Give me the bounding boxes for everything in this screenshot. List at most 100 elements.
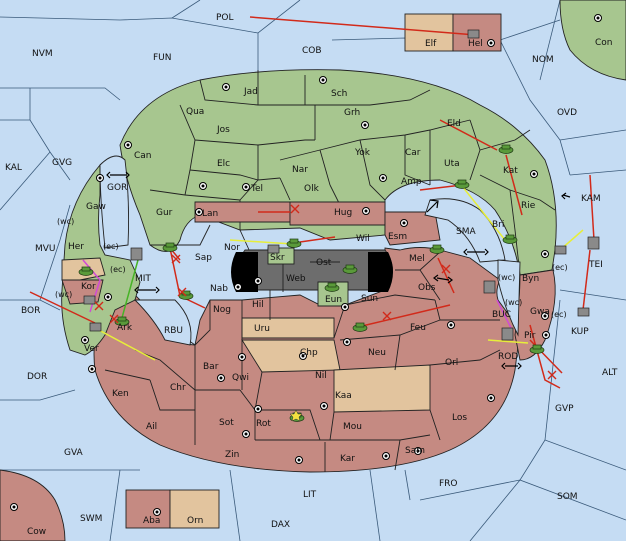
svg-text:Gur: Gur bbox=[156, 208, 173, 218]
svg-text:Grh: Grh bbox=[344, 108, 360, 118]
label-kup: KUP bbox=[571, 327, 589, 337]
svg-text:Sch: Sch bbox=[331, 89, 347, 99]
svg-text:(ec): (ec) bbox=[551, 310, 567, 319]
label-kal: KAL bbox=[5, 163, 22, 173]
label-lit: LIT bbox=[303, 490, 317, 500]
rbu-gulf bbox=[133, 299, 192, 346]
label-nom: NOM bbox=[532, 55, 554, 65]
svg-text:Nar: Nar bbox=[292, 165, 308, 175]
svg-text:Jad: Jad bbox=[243, 87, 258, 97]
province-orn[interactable] bbox=[169, 489, 220, 529]
svg-text:Sap: Sap bbox=[195, 253, 212, 263]
svg-text:Bri: Bri bbox=[492, 220, 504, 230]
label-gvg: GVG bbox=[52, 158, 72, 168]
svg-text:Los: Los bbox=[452, 413, 467, 423]
svg-text:Kor: Kor bbox=[81, 282, 96, 292]
svg-text:Bar: Bar bbox=[203, 362, 219, 372]
svg-text:Amp: Amp bbox=[401, 177, 422, 187]
svg-text:Olk: Olk bbox=[304, 184, 320, 194]
label-kam: KAM bbox=[581, 194, 601, 204]
adjacency-markers bbox=[106, 171, 571, 370]
label-gvp: GVP bbox=[555, 404, 574, 414]
province-kaa[interactable] bbox=[333, 364, 431, 413]
svg-text:Gwa: Gwa bbox=[530, 307, 550, 317]
buc-water bbox=[497, 259, 521, 337]
label-pol: POL bbox=[216, 13, 234, 23]
svg-text:Orn: Orn bbox=[187, 516, 203, 526]
province-labels: Jad Sch Qua Jos Grh Can Elc Nar Yok Car … bbox=[27, 38, 613, 537]
svg-text:Ail: Ail bbox=[146, 422, 157, 432]
svg-text:Chr: Chr bbox=[170, 383, 186, 393]
label-gor: GOR bbox=[107, 183, 127, 193]
svg-text:Ost: Ost bbox=[316, 258, 332, 268]
svg-text:Ver: Ver bbox=[84, 344, 99, 354]
svg-text:Feu: Feu bbox=[410, 323, 426, 333]
svg-text:Can: Can bbox=[134, 151, 152, 161]
canal-west bbox=[231, 252, 258, 292]
svg-text:Ken: Ken bbox=[112, 389, 129, 399]
svg-text:Ark: Ark bbox=[117, 323, 133, 333]
svg-text:Yok: Yok bbox=[354, 148, 371, 158]
svg-text:Mel: Mel bbox=[409, 254, 425, 264]
label-swm: SWM bbox=[80, 514, 102, 524]
label-tei: TEI bbox=[588, 260, 603, 270]
svg-text:Lan: Lan bbox=[202, 209, 218, 219]
svg-text:Esm: Esm bbox=[388, 232, 407, 242]
province-con[interactable] bbox=[559, 0, 626, 81]
label-rbu: RBU bbox=[164, 326, 183, 336]
svg-text:Eun: Eun bbox=[325, 295, 342, 305]
sea-labels: POL NVM FUN COB NOM OVD KAL GVG MVU BOR … bbox=[5, 13, 618, 530]
units bbox=[78, 29, 600, 422]
svg-text:Hel: Hel bbox=[468, 39, 483, 49]
svg-text:Kat: Kat bbox=[503, 166, 518, 176]
svg-text:Elf: Elf bbox=[425, 39, 437, 49]
svg-text:(wc): (wc) bbox=[498, 273, 515, 282]
svg-text:Uru: Uru bbox=[254, 324, 270, 334]
label-sma: SMA bbox=[456, 227, 476, 237]
svg-text:(ec): (ec) bbox=[103, 242, 119, 251]
svg-text:(wc): (wc) bbox=[505, 298, 522, 307]
svg-text:Gaw: Gaw bbox=[86, 202, 106, 212]
svg-text:Eld: Eld bbox=[447, 119, 461, 129]
label-fro: FRO bbox=[439, 479, 458, 489]
arrow-move bbox=[249, 16, 477, 36]
svg-text:(wc): (wc) bbox=[57, 217, 74, 226]
label-bor: BOR bbox=[21, 306, 40, 316]
svg-text:Rot: Rot bbox=[256, 419, 271, 429]
svg-text:Kaa: Kaa bbox=[335, 391, 352, 401]
svg-text:Mou: Mou bbox=[343, 422, 362, 432]
label-buc: BUC bbox=[492, 310, 511, 320]
svg-text:(wc): (wc) bbox=[55, 290, 72, 299]
svg-text:Elc: Elc bbox=[217, 159, 230, 169]
svg-text:Pir: Pir bbox=[524, 331, 536, 341]
svg-text:Hug: Hug bbox=[334, 208, 352, 218]
label-som: SOM bbox=[557, 492, 578, 502]
svg-text:Neu: Neu bbox=[368, 348, 386, 358]
svg-text:Nor: Nor bbox=[224, 243, 240, 253]
svg-text:(ec): (ec) bbox=[110, 265, 126, 274]
svg-text:Skr: Skr bbox=[270, 253, 285, 263]
province-borders bbox=[149, 70, 556, 276]
svg-text:Hil: Hil bbox=[252, 300, 264, 310]
svg-text:Zin: Zin bbox=[225, 450, 239, 460]
svg-text:Chp: Chp bbox=[300, 348, 318, 358]
label-fun: FUN bbox=[153, 53, 172, 63]
supply-centers bbox=[10, 14, 602, 516]
label-cob: COB bbox=[302, 46, 322, 56]
svg-text:Uta: Uta bbox=[444, 159, 460, 169]
svg-text:Nog: Nog bbox=[213, 305, 231, 315]
province-cow[interactable] bbox=[0, 469, 66, 541]
south-borders bbox=[104, 251, 501, 472]
coast-labels: (wc) (ec) (ec) (wc) (wc) (ec) (wc) (ec) bbox=[55, 217, 568, 319]
label-nvm: NVM bbox=[32, 49, 53, 59]
label-rod: ROD bbox=[498, 352, 518, 362]
canal-east bbox=[368, 252, 393, 292]
svg-text:Nab: Nab bbox=[210, 284, 228, 294]
label-dor: DOR bbox=[27, 372, 47, 382]
star-icon bbox=[289, 409, 303, 422]
svg-text:Qua: Qua bbox=[186, 107, 204, 117]
svg-text:Tel: Tel bbox=[250, 184, 263, 194]
order-arrows bbox=[29, 16, 595, 389]
